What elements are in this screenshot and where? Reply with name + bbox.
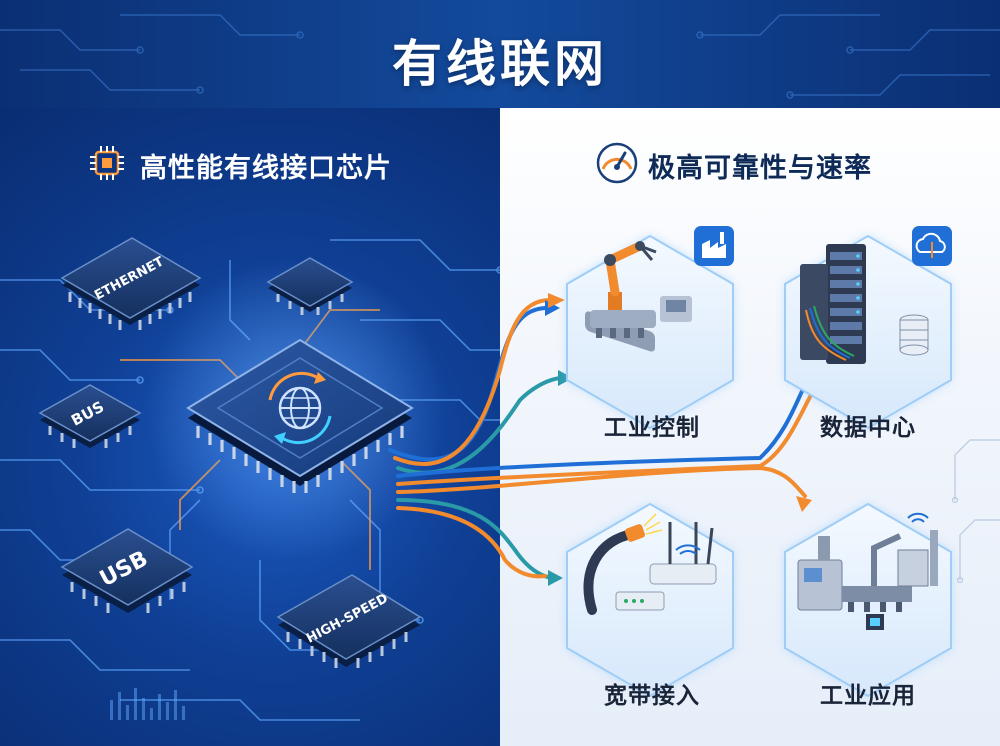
- chip-ethernet: ETHERNET: [60, 237, 202, 330]
- chip-usb: USB: [60, 528, 194, 613]
- right-heading: 极高可靠性与速率: [648, 153, 872, 184]
- left-heading: 高性能有线接口芯片: [140, 153, 392, 184]
- header-banner: 有线联网: [0, 0, 1000, 108]
- feature-label-industrial-application: 工业应用: [820, 683, 916, 709]
- server-rack-icon: [800, 244, 929, 364]
- router-fiber-icon: [583, 513, 717, 615]
- feature-industrial-application: [784, 502, 952, 698]
- chip-small: [266, 257, 354, 315]
- factory-machine-icon: [797, 512, 938, 630]
- chip-high-speed: HIGH-SPEED: [276, 574, 422, 668]
- page-title: 有线联网: [392, 35, 608, 93]
- circuit-board: ETHERNET BUS: [0, 237, 500, 721]
- header-circuit-decoration: [0, 14, 1000, 99]
- central-chip: [186, 338, 414, 493]
- chip-bus: BUS: [38, 384, 142, 448]
- chip-icon: [90, 146, 124, 180]
- circuit-traces: [0, 239, 500, 721]
- data-bars-decoration: [110, 688, 185, 720]
- globe-sync-icon: [268, 371, 332, 445]
- factory-badge-icon: [694, 226, 734, 266]
- robot-arm-conveyor-icon: [585, 241, 692, 352]
- cloud-badge-icon: [912, 226, 952, 266]
- feature-label-industrial-control: 工业控制: [604, 415, 700, 441]
- feature-industrial-control: [566, 226, 734, 430]
- flow-cables: [388, 298, 822, 580]
- feature-data-center: [784, 226, 952, 430]
- feature-broadband-access: [566, 502, 734, 698]
- speedometer-icon: [596, 142, 638, 184]
- feature-label-broadband-access: 宽带接入: [604, 683, 700, 709]
- feature-diagram: [388, 226, 1000, 698]
- feature-label-data-center: 数据中心: [820, 415, 916, 441]
- right-circuit-decoration: [951, 439, 1000, 584]
